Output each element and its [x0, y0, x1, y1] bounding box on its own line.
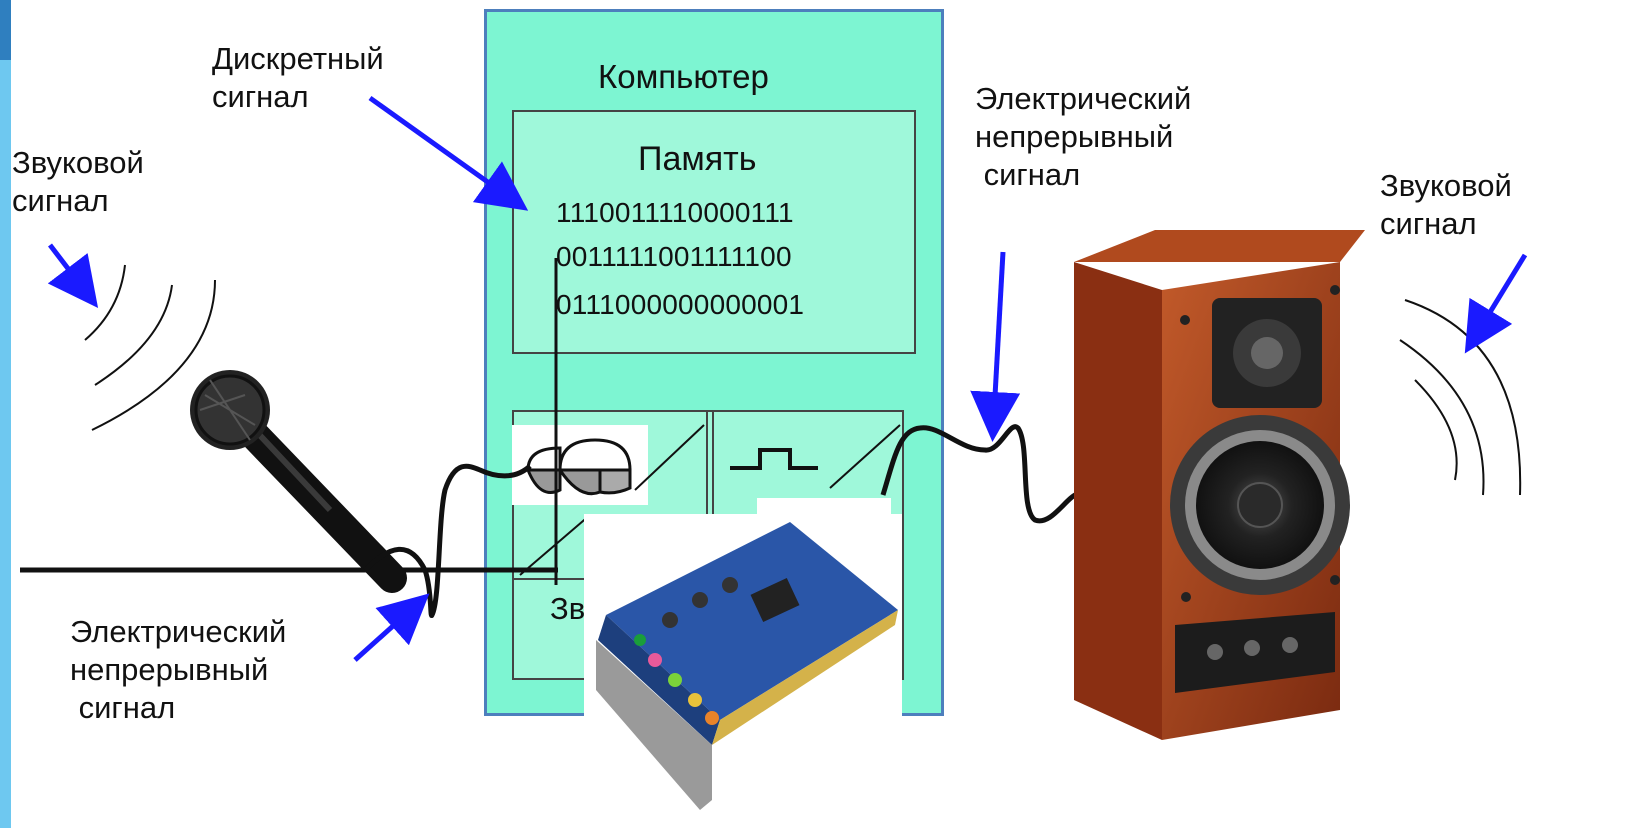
label-sound-signal-left: Звуковой сигнал — [12, 145, 144, 218]
speaker-icon — [1074, 230, 1365, 740]
sound-card-icon — [584, 514, 902, 824]
memory-title: Память — [638, 140, 757, 178]
label-electric-signal-bottom: Электрический непрерывный сигнал — [70, 614, 287, 725]
memory-bits-row-2: 0011111001111100 — [556, 241, 792, 272]
dac-white-patch — [757, 498, 891, 518]
label-sound-signal-right: Звуковой сигнал — [1380, 168, 1512, 241]
dac-icon — [730, 424, 901, 489]
sound-wave-left-icon — [84, 264, 216, 431]
label-discrete-signal: Дискретный сигнал — [212, 41, 384, 114]
annotation-arrows — [47, 95, 1528, 662]
label-electric-signal-top: Электрический непрерывный сигнал — [975, 81, 1192, 192]
memory-bits-row-1: 1110011110000111 — [556, 197, 794, 228]
adc-icon — [519, 424, 705, 576]
sound-wave-right-icon — [1399, 299, 1522, 496]
computer-title: Компьютер — [598, 58, 769, 95]
memory-block — [512, 110, 916, 354]
sound-card-label-partial: Зв — [550, 591, 586, 626]
microphone-icon — [190, 370, 407, 593]
slide-edge-bar — [0, 0, 11, 828]
memory-bits-row-3: 0111000000000001 — [556, 289, 805, 320]
